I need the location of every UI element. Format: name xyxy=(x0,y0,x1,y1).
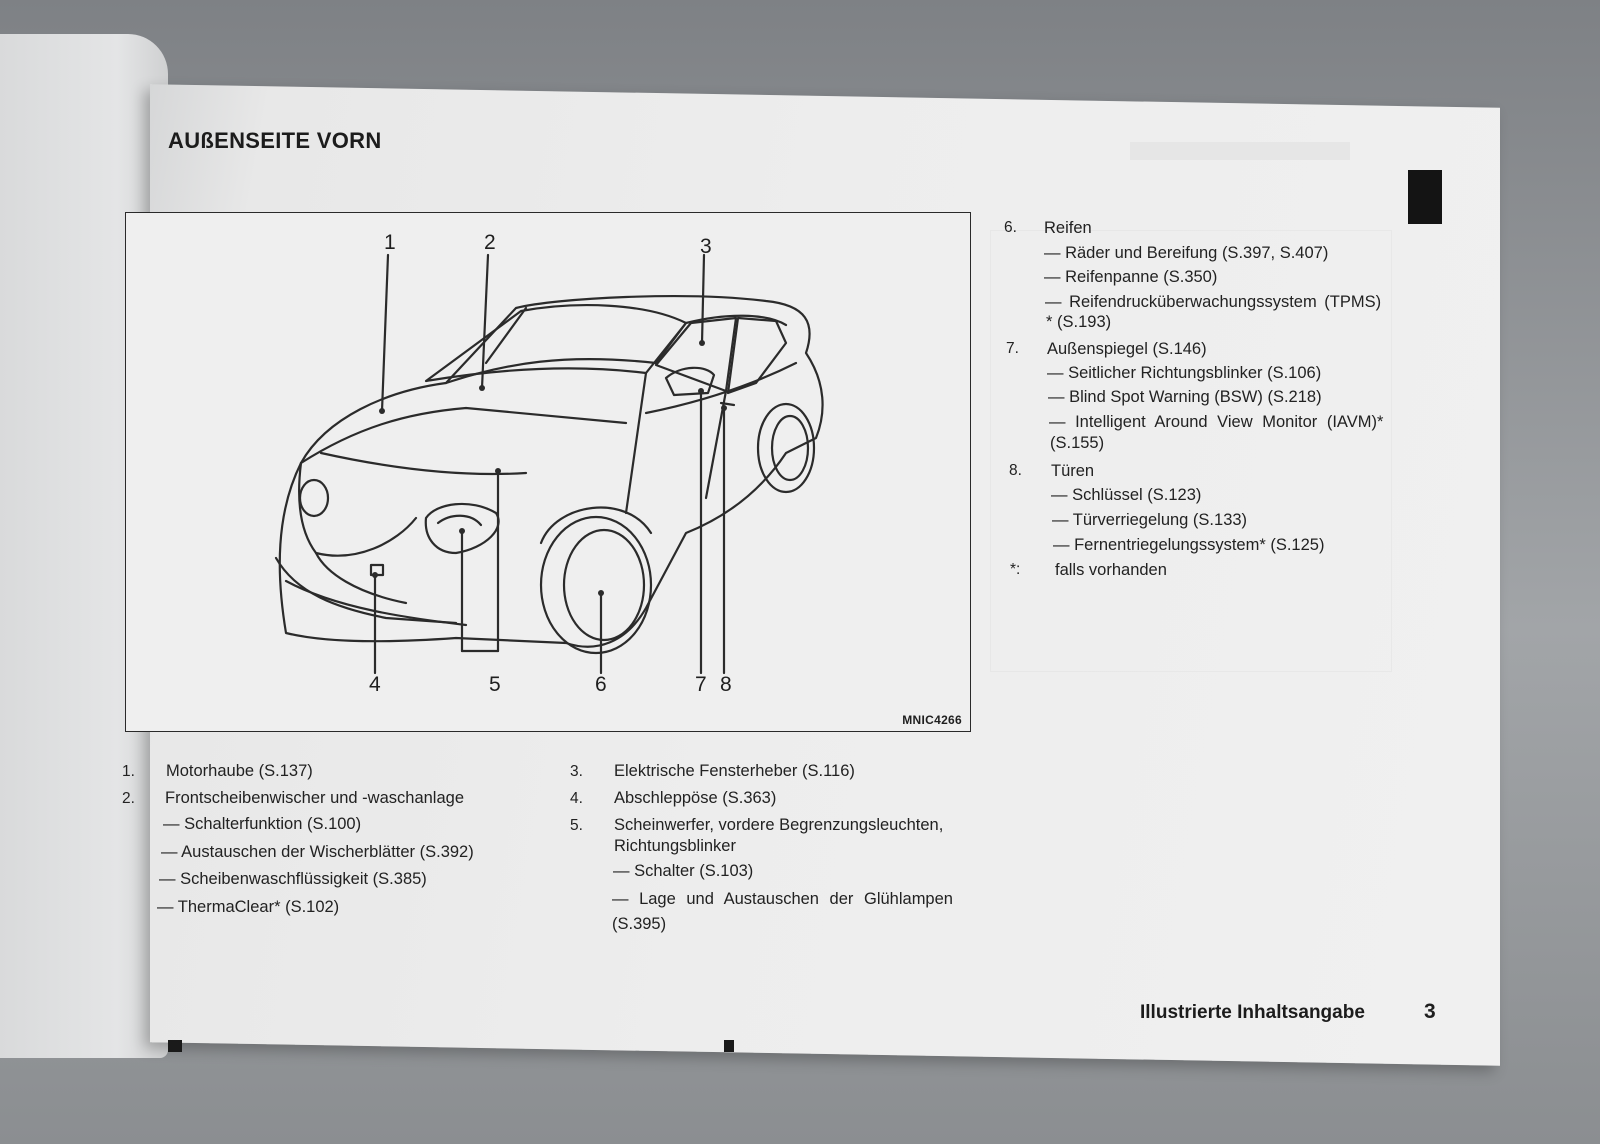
sub-item: — Räder und Bereifung (S.397, S.407) xyxy=(1044,244,1329,262)
footnote-text: falls vorhanden xyxy=(1055,561,1167,579)
page-number: 3 xyxy=(1424,1000,1436,1023)
item-number: 3. xyxy=(570,763,583,780)
callout-6: 6 xyxy=(595,673,607,696)
item-number: 2. xyxy=(122,790,135,807)
sub-item: — Seitlicher Richtungsblinker (S.106) xyxy=(1047,364,1322,382)
list-item: Reifen xyxy=(1044,219,1092,237)
list-item: Frontscheibenwischer und -waschanlage xyxy=(165,789,464,807)
callout-1: 1 xyxy=(384,231,396,254)
list-item: Türen xyxy=(1051,462,1095,480)
page-title: AUßENSEITE VORN xyxy=(168,128,382,153)
sub-item: — Reifenpanne (S.350) xyxy=(1044,268,1218,286)
list-item: Motorhaube (S.137) xyxy=(166,762,313,780)
bleed-through-figure xyxy=(990,230,1392,672)
bleed-through-heading xyxy=(1130,142,1350,160)
callout-2: 2 xyxy=(484,231,496,254)
list-item-continuation: Richtungsblinker xyxy=(614,837,736,855)
sub-item: — Blind Spot Warning (BSW) (S.218) xyxy=(1048,388,1322,406)
sub-item: — Schalterfunktion (S.100) xyxy=(163,815,362,833)
callout-3: 3 xyxy=(700,235,712,258)
sub-item: — Schlüssel (S.123) xyxy=(1051,486,1202,504)
sub-item: — Türverriegelung (S.133) xyxy=(1052,511,1248,529)
sub-item: (S.395) xyxy=(612,915,667,933)
item-number: 8. xyxy=(1009,462,1022,479)
list-item: Abschleppöse (S.363) xyxy=(614,789,777,807)
sub-item: (S.155) xyxy=(1050,434,1105,452)
item-number: 1. xyxy=(122,763,135,780)
callout-4: 4 xyxy=(369,673,381,696)
sub-item: — ThermaClear* (S.102) xyxy=(157,898,340,916)
sub-item: — Austauschen der Wischerblätter (S.392) xyxy=(161,843,474,861)
list-item: Außenspiegel (S.146) xyxy=(1047,340,1207,358)
item-number: 5. xyxy=(570,817,583,834)
footnote-marker: *: xyxy=(1010,561,1021,578)
list-item: Elektrische Fensterheber (S.116) xyxy=(614,762,855,780)
crop-mark xyxy=(724,1040,734,1052)
chapter-tab-marker xyxy=(1408,170,1442,224)
list-item: Scheinwerfer, vordere Begrenzungsleuchte… xyxy=(614,816,944,834)
callout-5: 5 xyxy=(489,673,501,696)
sub-item: * (S.193) xyxy=(1046,313,1112,331)
figure-code: MNIC4266 xyxy=(902,713,962,727)
sub-item: — Reifendrucküberwachungssystem (TPMS) xyxy=(1045,293,1382,311)
sub-item: — Scheibenwaschflüssigkeit (S.385) xyxy=(159,870,427,888)
sub-item: — Intelligent Around View Monitor (IAVM)… xyxy=(1049,413,1384,431)
sub-item: — Fernentriegelungssystem* (S.125) xyxy=(1053,536,1325,554)
footer-section-label: Illustrierte Inhaltsangabe xyxy=(1140,1002,1365,1023)
sub-item: — Schalter (S.103) xyxy=(613,862,754,880)
sub-item: — Lage und Austauschen der Glühlampen xyxy=(612,890,953,908)
item-number: 6. xyxy=(1004,219,1017,236)
item-number: 4. xyxy=(570,790,583,807)
callout-8: 8 xyxy=(720,673,732,696)
car-illustration xyxy=(274,253,824,675)
item-number: 7. xyxy=(1006,340,1019,357)
car-front-figure: 1 2 3 4 5 6 7 8 MNIC4266 xyxy=(125,212,971,732)
crop-mark xyxy=(168,1040,182,1052)
callout-7: 7 xyxy=(695,673,707,696)
